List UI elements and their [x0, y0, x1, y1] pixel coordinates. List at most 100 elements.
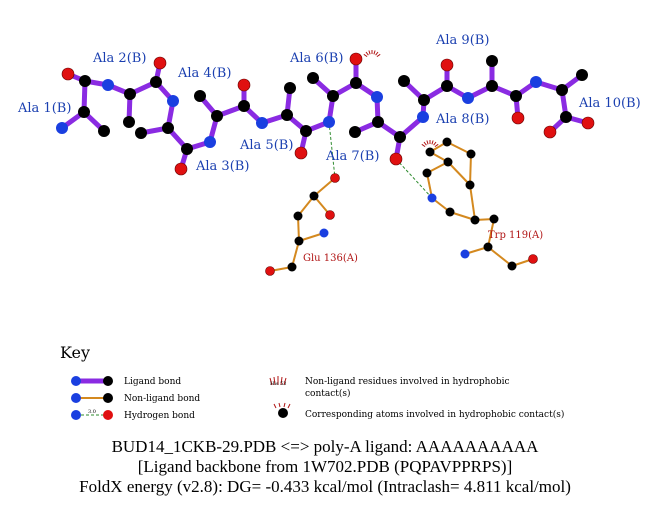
nitrogen-atom	[417, 111, 429, 123]
carbon-atom	[372, 116, 384, 128]
nonligand-bond	[447, 161, 471, 186]
oxygen-atom	[265, 266, 275, 276]
oxygen-atom	[61, 67, 75, 81]
nitrogen-atom	[319, 228, 329, 238]
carbon-atom	[445, 207, 455, 217]
nitrogen-atom	[530, 76, 542, 88]
carbon-atom	[123, 116, 135, 128]
hydrogen-bond	[395, 158, 433, 199]
carbon-atom	[79, 75, 91, 87]
key-hydrophobic-atom-arc	[273, 402, 291, 409]
carbon-atom	[294, 236, 304, 246]
oxygen-atom	[511, 111, 525, 125]
oxygen-atom	[237, 78, 251, 92]
key-hydrophobic-atoms-label: Corresponding atoms involved in hydropho…	[305, 409, 564, 420]
hydrogen-bond	[328, 121, 336, 179]
carbon-atom	[418, 94, 430, 106]
key-hydrophobic-residue-icon	[269, 376, 287, 386]
nitrogen-atom	[462, 92, 474, 104]
oxygen-atom	[528, 254, 538, 264]
key-hbond-n-atom	[71, 410, 81, 420]
ligand-bonds	[59, 56, 591, 172]
carbon-atom	[98, 125, 110, 137]
carbon-atom	[443, 157, 453, 167]
nitrogen-atom	[167, 95, 179, 107]
oxygen-atom	[389, 152, 403, 166]
nonligand-bond	[469, 184, 476, 221]
key-nonligand-bond-label: Non-ligand bond	[124, 394, 200, 404]
carbon-atom	[349, 126, 361, 138]
oxygen-atom	[440, 58, 454, 72]
key-nonligand-n-atom	[71, 393, 81, 403]
carbon-atom	[394, 131, 406, 143]
nonligand-bond	[487, 246, 513, 267]
carbon-atom	[78, 106, 90, 118]
carbon-atom	[441, 80, 453, 92]
key-hydrophobic-residues-label-1: Non-ligand residues involved in hydropho…	[305, 377, 510, 387]
carbon-atom	[489, 214, 499, 224]
label-ala-4: Ala 4(B)	[177, 66, 231, 81]
carbon-atom	[556, 84, 568, 96]
oxygen-atom	[330, 173, 340, 183]
carbon-atom	[422, 168, 432, 178]
hydrophobic-contact-arc	[421, 140, 439, 148]
carbon-atom	[307, 72, 319, 84]
carbon-atom	[162, 122, 174, 134]
carbon-atom	[560, 111, 572, 123]
carbon-atom	[425, 147, 435, 157]
carbon-atom	[238, 100, 250, 112]
label-ala-2: Ala 2(B)	[92, 51, 146, 66]
carbon-atom	[300, 125, 312, 137]
hydrogen-bonds	[328, 121, 433, 199]
caption-line-3: FoldX energy (v2.8): DG= -0.433 kcal/mol…	[79, 477, 571, 496]
nitrogen-atom	[256, 117, 268, 129]
key-ligand-c-atom	[103, 376, 113, 386]
key-ligand-n-atom	[71, 376, 81, 386]
key-hydrophobic-residues-label-2: contact(s)	[305, 388, 351, 399]
label-ala-9: Ala 9(B)	[435, 33, 489, 48]
carbon-atom	[287, 262, 297, 272]
carbon-atom	[150, 76, 162, 88]
oxygen-atom	[325, 210, 335, 220]
nitrogen-atom	[204, 136, 216, 148]
oxygen-atom	[153, 56, 167, 70]
key-nonligand-c-atom	[103, 393, 113, 403]
nitrogen-atom	[460, 249, 470, 259]
hydrophobic-contacts	[363, 50, 439, 148]
carbon-atom	[470, 215, 480, 225]
label-ala-7: Ala 7(B)	[325, 149, 379, 164]
carbon-atom	[194, 90, 206, 102]
atoms	[56, 52, 595, 276]
label-trp-119: Trp 119(A)	[488, 230, 543, 241]
key-ligand-bond-label: Ligand bond	[124, 377, 181, 387]
carbon-atom	[507, 261, 517, 271]
label-ala-1: Ala 1(B)	[17, 101, 71, 116]
carbon-atom	[293, 211, 303, 221]
label-ala-3: Ala 3(B)	[195, 159, 249, 174]
carbon-atom	[350, 77, 362, 89]
carbon-atom	[309, 191, 319, 201]
carbon-atom	[483, 242, 493, 252]
carbon-atom	[284, 82, 296, 94]
carbon-atom	[281, 109, 293, 121]
nonligand-bond	[487, 218, 495, 248]
carbon-atom	[327, 90, 339, 102]
label-ala-10: Ala 10(B)	[578, 96, 641, 111]
carbon-atom	[181, 143, 193, 155]
key-hydrophobic-atom	[278, 408, 288, 418]
oxygen-atom	[543, 125, 557, 139]
oxygen-atom	[349, 52, 363, 66]
key-hbond-o-atom	[103, 410, 113, 420]
caption-line-1: BUD14_1CKB-29.PDB <=> poly-A ligand: AAA…	[112, 437, 540, 456]
carbon-atom	[135, 127, 147, 139]
carbon-atom	[486, 55, 498, 67]
label-ala-8: Ala 8(B)	[435, 112, 489, 127]
carbon-atom	[486, 80, 498, 92]
carbon-atom	[211, 110, 223, 122]
label-ala-6: Ala 6(B)	[289, 51, 343, 66]
oxygen-atom	[581, 116, 595, 130]
nonligand-bond	[469, 153, 472, 186]
nitrogen-atom	[56, 122, 68, 134]
hydrophobic-contact-arc	[363, 50, 381, 58]
